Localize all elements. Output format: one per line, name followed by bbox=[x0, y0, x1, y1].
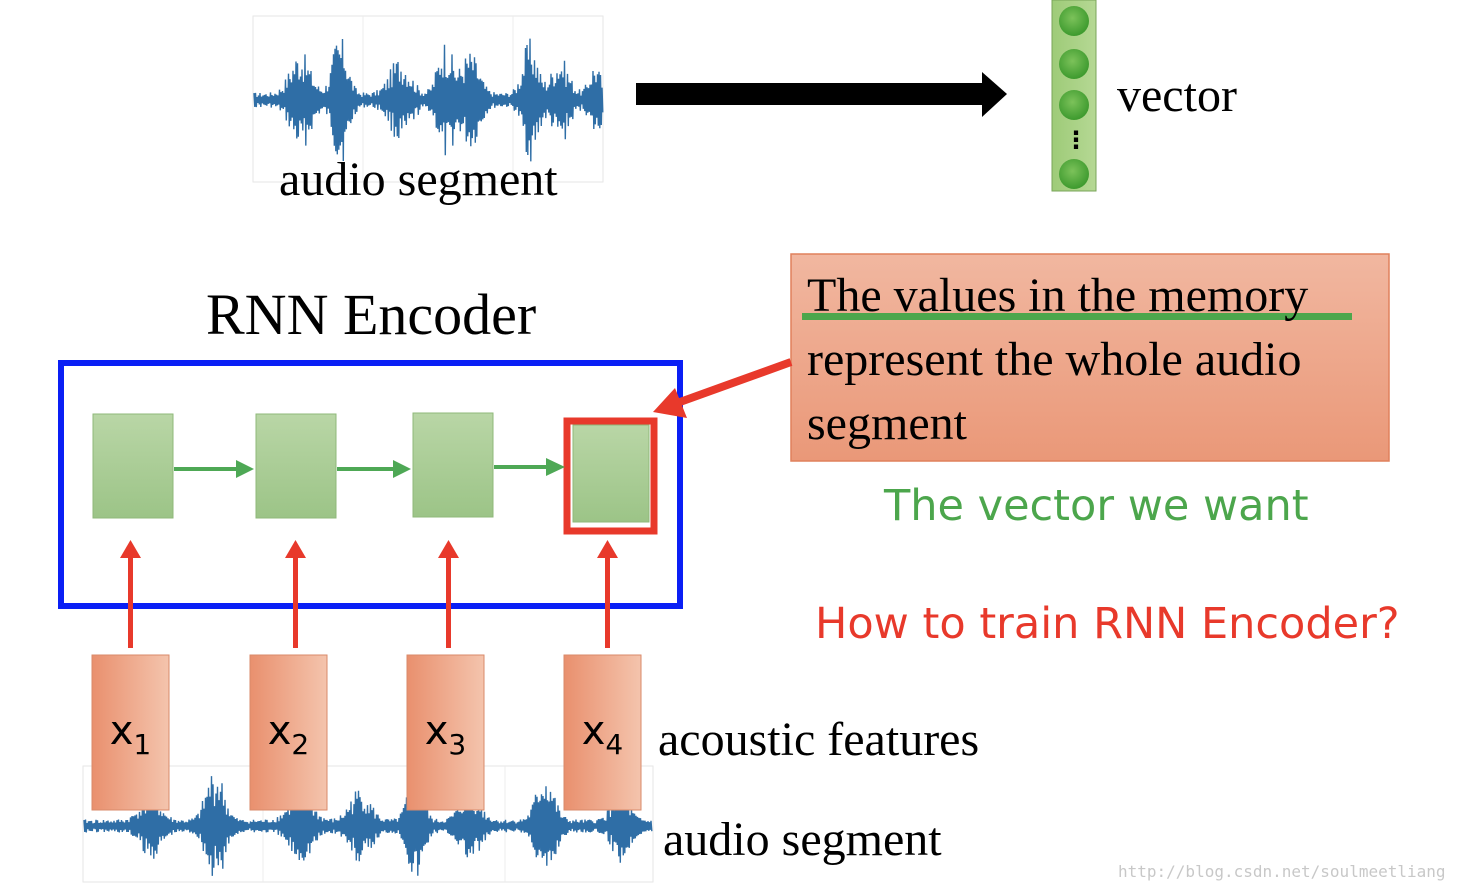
input-label-base: x bbox=[109, 708, 134, 754]
feature-box bbox=[563, 654, 642, 811]
memory-callout-box bbox=[790, 253, 1390, 462]
top-audio-label: audio segment bbox=[279, 153, 558, 206]
output-vector bbox=[1051, 0, 1097, 192]
input-label-subscript: 2 bbox=[291, 728, 310, 761]
rnn-cell bbox=[92, 413, 174, 519]
bottom-audio-waveform bbox=[82, 765, 654, 883]
vector-ellipsis: ⋮ bbox=[1064, 126, 1088, 154]
recurrent-arrow bbox=[337, 460, 411, 478]
input-arrow bbox=[597, 540, 618, 648]
recurrent-arrow bbox=[174, 460, 254, 478]
callout-line-2: represent the whole audio bbox=[807, 333, 1302, 386]
final-memory-highlight bbox=[563, 417, 658, 535]
callout-line-1: The values in the memory bbox=[807, 269, 1309, 322]
callout-text: The values in the memory represent the w… bbox=[807, 264, 1308, 456]
input-label-x2: x2 bbox=[250, 708, 327, 761]
input-label-base: x bbox=[581, 708, 606, 754]
feature-box bbox=[406, 654, 485, 811]
input-label-base: x bbox=[267, 708, 292, 754]
vector-element bbox=[1059, 159, 1089, 189]
input-label-x4: x4 bbox=[564, 708, 641, 761]
vector-element bbox=[1059, 6, 1089, 36]
watermark: http://blog.csdn.net/soulmeetliang bbox=[1118, 862, 1446, 881]
input-label-x1: x1 bbox=[92, 708, 169, 761]
feature-box bbox=[91, 654, 170, 811]
input-arrow bbox=[120, 540, 141, 648]
input-label-subscript: 3 bbox=[448, 728, 467, 761]
input-label-subscript: 1 bbox=[133, 728, 152, 761]
vector-element bbox=[1059, 49, 1089, 79]
feature-box bbox=[249, 654, 328, 811]
callout-pointer-arrow bbox=[653, 358, 793, 418]
recurrent-arrow bbox=[494, 458, 565, 476]
rnn-cell bbox=[255, 413, 337, 519]
memory-underline bbox=[802, 313, 1352, 320]
bottom-audio-label: audio segment bbox=[663, 813, 942, 866]
input-label-subscript: 4 bbox=[605, 728, 624, 761]
rnn-cell bbox=[412, 412, 494, 518]
encode-arrow bbox=[636, 72, 1007, 117]
vector-element bbox=[1059, 90, 1089, 120]
top-audio-waveform bbox=[252, 15, 604, 183]
input-arrow bbox=[438, 540, 459, 648]
input-label-x3: x3 bbox=[407, 708, 484, 761]
vector-we-want-label: The vector we want bbox=[884, 481, 1309, 531]
input-label-base: x bbox=[424, 708, 449, 754]
encoder-title: RNN Encoder bbox=[206, 282, 537, 347]
acoustic-features-label: acoustic features bbox=[658, 713, 980, 766]
encoder-frame bbox=[58, 360, 683, 609]
callout-line-3: segment bbox=[807, 397, 967, 450]
vector-label: vector bbox=[1117, 69, 1237, 122]
input-arrow bbox=[285, 540, 306, 648]
how-to-train-question: How to train RNN Encoder? bbox=[815, 599, 1400, 649]
rnn-cell-final bbox=[572, 424, 650, 523]
